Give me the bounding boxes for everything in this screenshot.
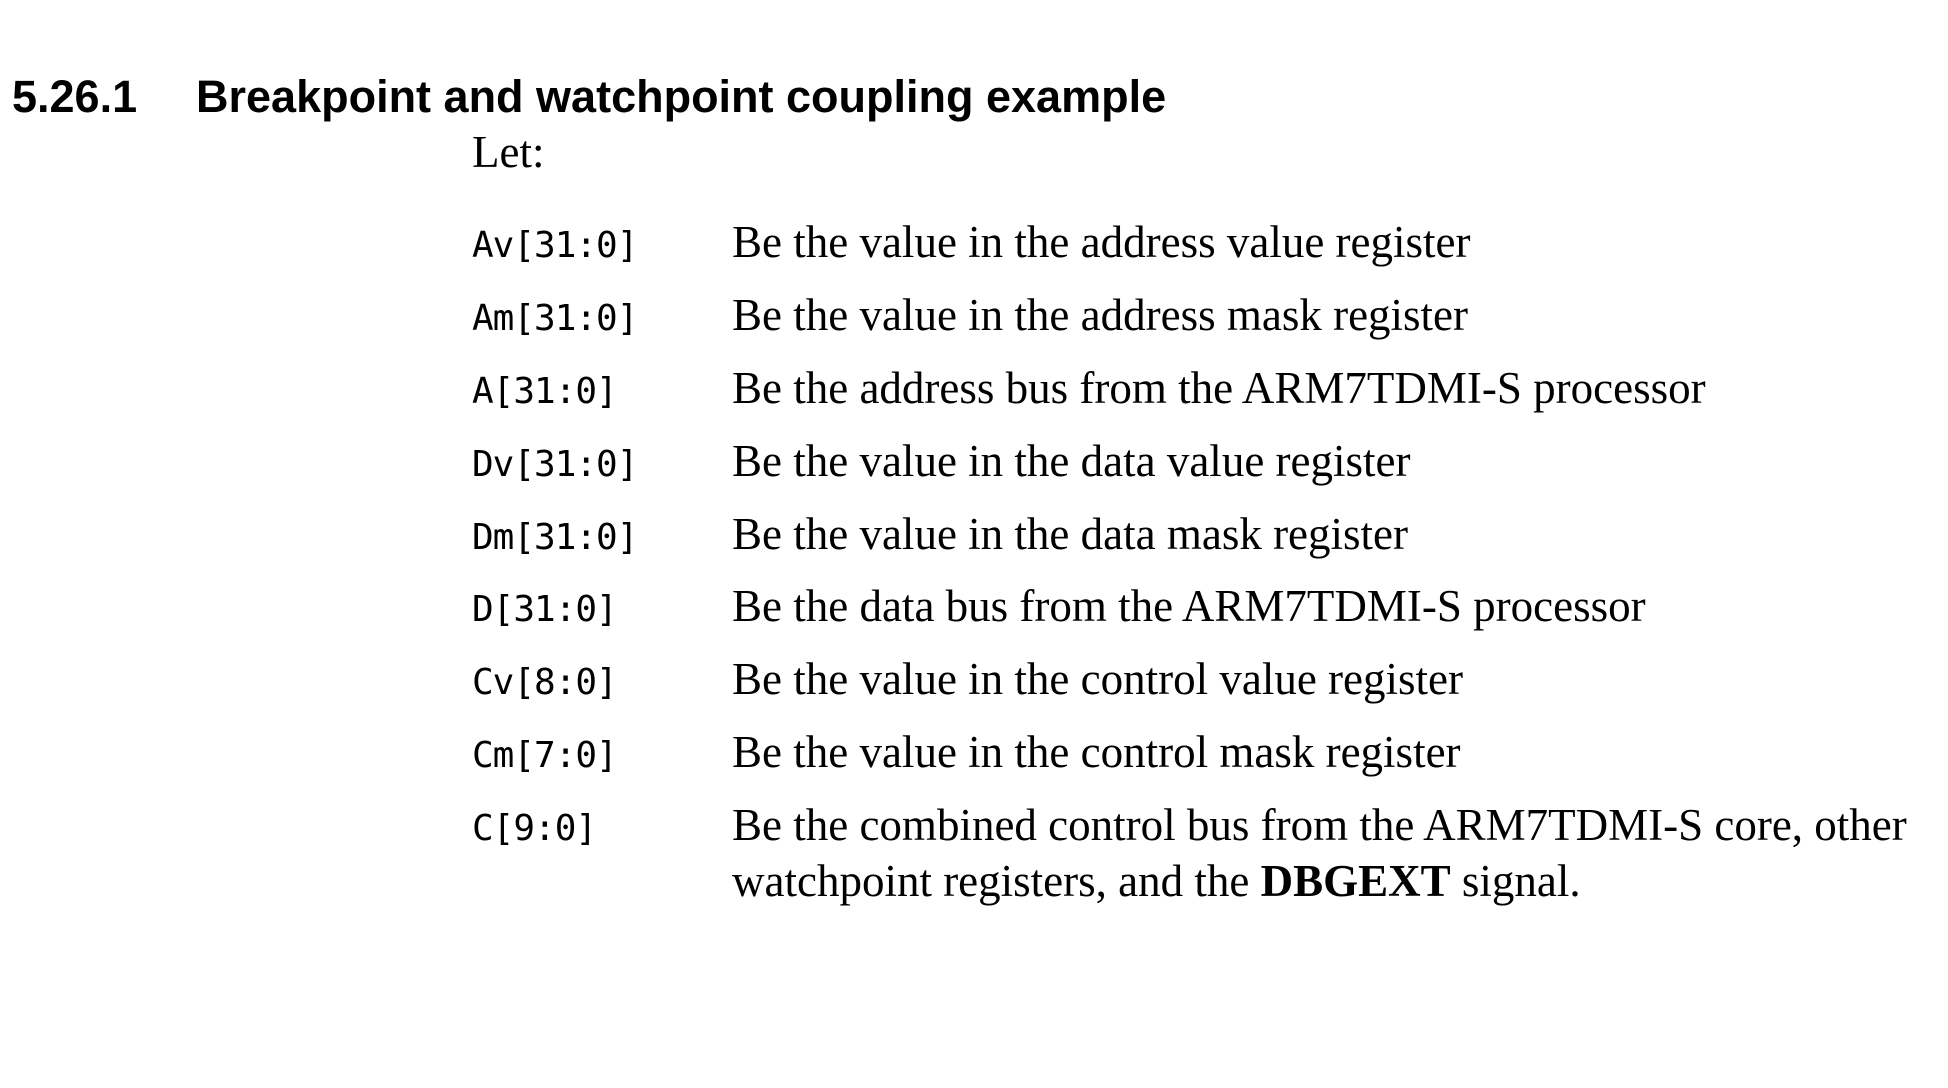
definition-term: Av[31:0] (472, 225, 638, 266)
definition-description-line: watchpoint registers, and the DBGEXT sig… (732, 853, 1942, 909)
definition-description: Be the combined control bus from the ARM… (732, 797, 1942, 909)
section-heading: 5.26.1 Breakpoint and watchpoint coupling… (12, 67, 1166, 127)
intro-text: Let: (472, 127, 545, 177)
definition-term: Cv[8:0] (472, 662, 618, 703)
definition-term: D[31:0] (472, 589, 618, 630)
section-number: 5.26.1 (12, 71, 138, 123)
definition-description: Be the value in the data value register (732, 436, 1411, 486)
signal-name: DBGEXT (1260, 856, 1451, 906)
definition-description: Be the data bus from the ARM7TDMI-S proc… (732, 581, 1646, 631)
definition-term: Dm[31:0] (472, 517, 638, 558)
definition-term: C[9:0] (472, 808, 597, 849)
description-text: watchpoint registers, and the (732, 856, 1261, 906)
definition-description: Be the value in the address value regist… (732, 217, 1471, 267)
description-text: signal. (1450, 856, 1581, 906)
definition-term: Am[31:0] (472, 298, 638, 339)
definition-description-line: Be the combined control bus from the ARM… (732, 800, 1907, 850)
definition-term: A[31:0] (472, 371, 618, 412)
definition-description: Be the value in the address mask registe… (732, 290, 1469, 340)
section-title: Breakpoint and watchpoint coupling examp… (196, 71, 1167, 123)
definition-description: Be the value in the control mask registe… (732, 727, 1461, 777)
definition-description: Be the address bus from the ARM7TDMI-S p… (732, 363, 1706, 413)
definition-term: Cm[7:0] (472, 735, 618, 776)
definition-term: Dv[31:0] (472, 444, 638, 485)
definition-description: Be the value in the control value regist… (732, 654, 1463, 704)
definition-description: Be the value in the data mask register (732, 509, 1409, 559)
